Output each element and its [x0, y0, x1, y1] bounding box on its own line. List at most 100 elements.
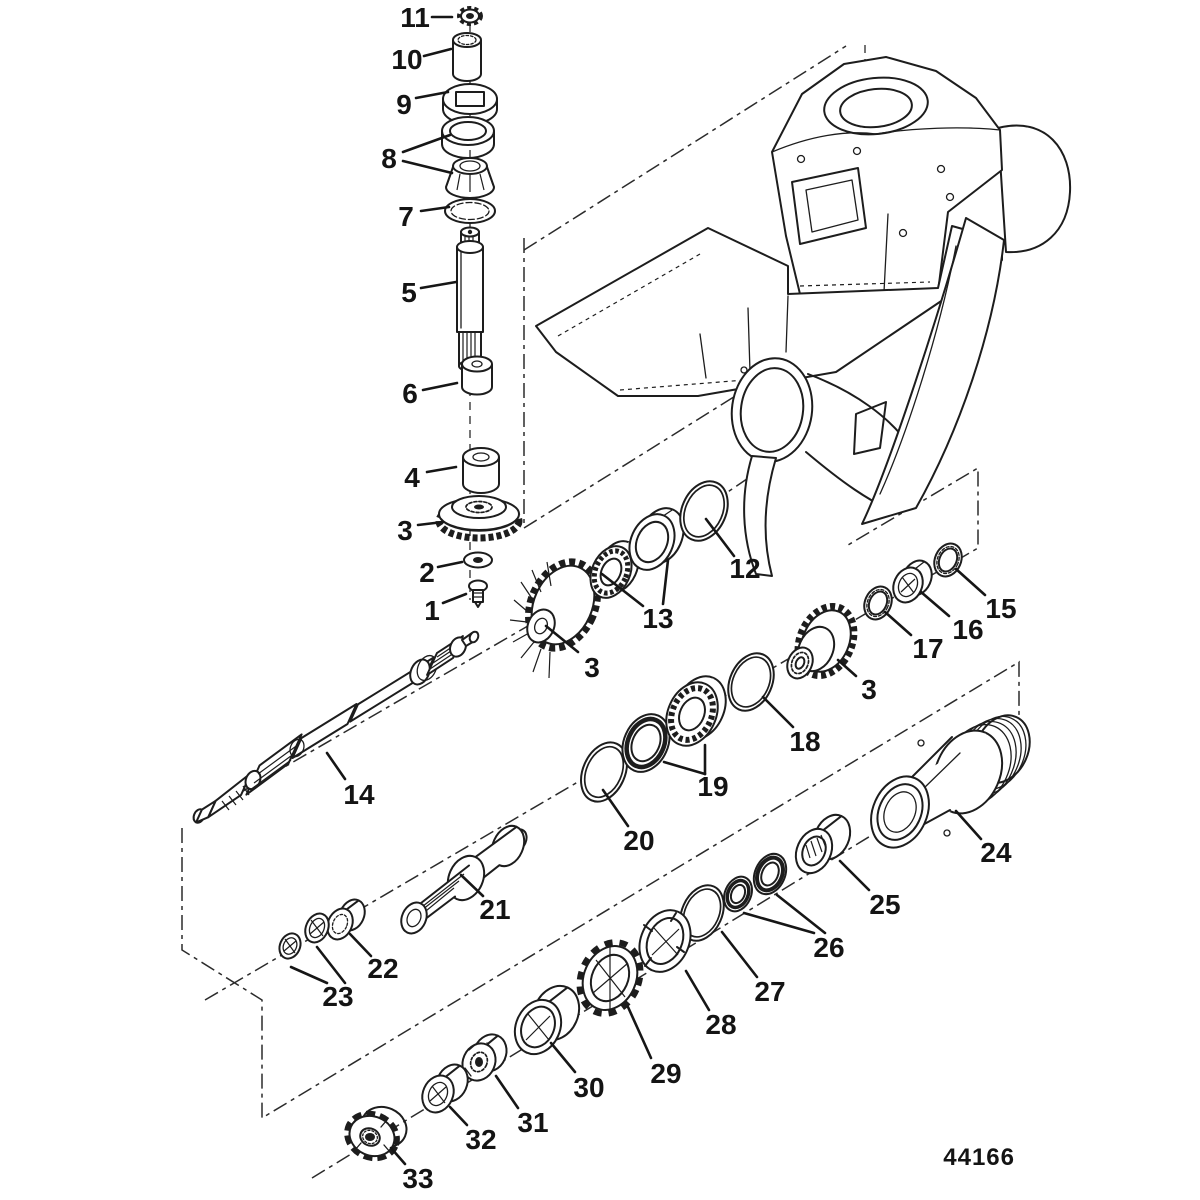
leader-line-25: [838, 859, 871, 892]
zone-a-top-edge: [523, 45, 847, 251]
callout-33: 33: [402, 1163, 433, 1194]
callout-4: 4: [404, 462, 420, 493]
driveshaft-bore-inner: [839, 87, 913, 129]
leader-line-24: [954, 809, 983, 841]
part-3-forward-gear: [509, 558, 601, 679]
leader-line-5: [419, 280, 458, 290]
leader-line-16: [919, 590, 951, 618]
leader-line-7: [419, 205, 451, 213]
callout-28: 28: [705, 1009, 736, 1040]
leader-line-9: [414, 90, 450, 100]
part-31-hex-nut: [461, 1033, 508, 1082]
leader-line-27: [720, 930, 759, 979]
leader-line-26: [742, 911, 816, 935]
leader-line-30: [549, 1041, 577, 1074]
part-7-shim-ring: [444, 198, 496, 224]
part-13-tapered-bearing: [589, 540, 640, 599]
fin-detail-plate: [853, 401, 887, 455]
part-16-thrust-hub: [892, 559, 933, 604]
part-11-locknut: [457, 6, 483, 26]
callout-29: 29: [650, 1058, 681, 1089]
part-13-bearing-race: [628, 507, 685, 571]
leader-line-31: [494, 1074, 520, 1110]
tower-panel-outer: [791, 167, 867, 245]
leader-line-21: [459, 873, 485, 898]
zone-a-bottom-edge: [523, 389, 746, 529]
callout-15: 15: [985, 593, 1016, 624]
leader-line-15: [954, 567, 987, 597]
callout-18: 18: [789, 726, 820, 757]
zone-bc-edge: [181, 660, 1020, 1120]
bolt-hole: [796, 154, 806, 164]
callout-25: 25: [869, 889, 900, 920]
part-32-cap-washer: [421, 1063, 469, 1114]
plate-hatching: [557, 253, 931, 391]
callout-11: 11: [400, 2, 430, 33]
leader-line-28: [684, 969, 711, 1012]
part-19-seal-ring: [621, 713, 671, 773]
strut-lines: [699, 295, 789, 379]
part-23-washer-inner: [278, 932, 302, 960]
part-15-spline-washer: [933, 542, 963, 578]
leader-line-10: [422, 47, 453, 58]
part-19-tapered-bearing: [665, 675, 727, 747]
callout-8: 8: [381, 143, 397, 174]
tower-panel-inner: [805, 179, 859, 233]
leader-line-2: [436, 560, 464, 569]
bolt-hole: [936, 164, 946, 174]
leader-line-4: [425, 465, 458, 474]
leader-line-23: [315, 945, 347, 985]
leader-line-14: [325, 751, 347, 781]
part-3-reverse-gear: [786, 602, 858, 680]
callout-6: 6: [402, 378, 418, 409]
reverse-gear-group: [580, 542, 963, 803]
drawing-number: 44166: [943, 1144, 1015, 1171]
part-26-oil-seal-front: [723, 875, 753, 913]
callout-5: 5: [401, 277, 417, 308]
callout-3: 3: [861, 674, 877, 705]
callout-16: 16: [952, 614, 983, 645]
tower-seam: [883, 213, 889, 293]
leader-line-23: [289, 965, 329, 985]
part-12-o-ring: [679, 480, 729, 542]
part-33-propeller-nut: [344, 1105, 408, 1162]
leader-line-13: [600, 572, 645, 608]
leader-line-18: [761, 695, 795, 729]
callout-3: 3: [397, 515, 413, 546]
leader-line-19: [662, 760, 707, 776]
callout-7: 7: [398, 201, 414, 232]
leader-line-13: [661, 558, 670, 606]
leader-line-8: [401, 133, 452, 154]
leader-line-20: [601, 788, 630, 828]
callout-12: 12: [729, 553, 760, 584]
callout-21: 21: [479, 894, 510, 925]
callout-30: 30: [573, 1072, 604, 1103]
bore-bolt-hole: [740, 366, 748, 374]
part-22-thrust-collar: [326, 898, 366, 941]
part-20-o-ring: [580, 741, 628, 803]
callout-20: 20: [623, 825, 654, 856]
part-6-spacer-sleeve: [461, 355, 493, 396]
part-28-tab-washer: [638, 909, 692, 973]
leader-line-33: [389, 1146, 407, 1166]
callout-10: 10: [391, 44, 422, 75]
callout-27: 27: [754, 976, 785, 1007]
callout-32: 32: [465, 1124, 496, 1155]
callout-14: 14: [343, 779, 375, 810]
fin-inner-line: [879, 245, 957, 495]
part-21-propshaft-carrier-shaft: [400, 824, 528, 935]
part-10-sleeve: [452, 32, 482, 82]
callout-2: 2: [419, 557, 435, 588]
tower-rim-line: [771, 127, 1001, 153]
part-24-bearing-carrier: [870, 714, 1031, 849]
part-2-washer: [463, 551, 493, 569]
callout-17: 17: [912, 633, 943, 664]
part-14-propeller-shaft: [192, 630, 480, 824]
leader-line-32: [448, 1105, 469, 1127]
callout-31: 31: [517, 1107, 548, 1138]
torpedo-bore-inner: [739, 367, 805, 453]
leader-line-1: [441, 592, 468, 605]
leader-line-26: [775, 893, 827, 935]
